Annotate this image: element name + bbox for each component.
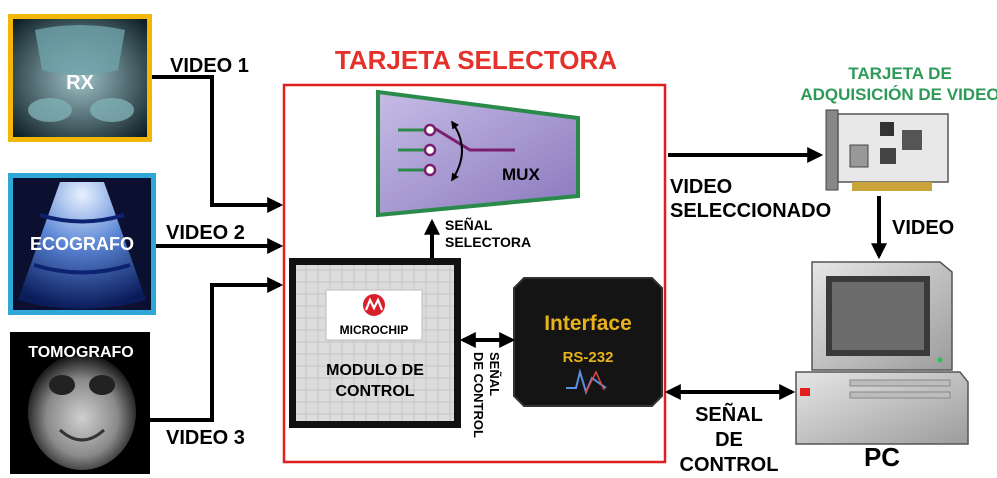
senal-control-pc-line3: CONTROL bbox=[680, 454, 779, 476]
tomografo-skull bbox=[28, 354, 136, 470]
acq-card-bracket bbox=[825, 109, 839, 191]
tomografo-source: TOMOGRAFO bbox=[10, 332, 150, 474]
rs232-signal-wave bbox=[566, 368, 607, 395]
rx-hip-left bbox=[28, 98, 72, 122]
board-title: TARJETA SELECTORA bbox=[335, 45, 617, 75]
interface-block: Interface RS-232 bbox=[513, 277, 663, 407]
rx-source: RX bbox=[8, 14, 152, 142]
selector-board bbox=[282, 83, 667, 464]
mux-switch-arc bbox=[451, 120, 463, 182]
video2-label: VIDEO 2 bbox=[166, 222, 245, 244]
acq-card-chip-1 bbox=[880, 122, 894, 136]
mux-label: MUX bbox=[502, 165, 540, 184]
tomografo-eye-left bbox=[49, 375, 75, 395]
interface-chip bbox=[513, 277, 663, 407]
senal-selectora-line2: SELECTORA bbox=[445, 234, 531, 250]
video-pc-label: VIDEO bbox=[892, 217, 954, 239]
mux-contact-3 bbox=[423, 163, 437, 177]
ecografo-wave-1 bbox=[39, 213, 125, 224]
acq-card-edge bbox=[852, 182, 932, 191]
control-module-line2: CONTROL bbox=[335, 383, 414, 400]
pc-label: PC bbox=[864, 442, 900, 472]
video3-label: VIDEO 3 bbox=[166, 427, 245, 449]
pc bbox=[795, 261, 969, 445]
mux-block: MUX bbox=[376, 89, 580, 218]
interface-label: Interface bbox=[544, 312, 632, 335]
senal-control-vertical-line2: DE CONTROL bbox=[471, 352, 486, 438]
acq-card-title-line1: TARJETA DE bbox=[848, 64, 952, 83]
microchip-logo-mark bbox=[364, 297, 384, 311]
mux-contact-2 bbox=[423, 143, 437, 157]
tomografo-label: TOMOGRAFO bbox=[28, 344, 133, 361]
pc-case-led bbox=[800, 388, 810, 396]
video-seleccionado-line1: VIDEO bbox=[670, 176, 732, 198]
ecografo-cone bbox=[18, 182, 146, 309]
rs232-signal-wave-red bbox=[585, 370, 605, 393]
control-module-line1: MODULO DE bbox=[326, 362, 424, 379]
senal-control-pc-line2: DE bbox=[715, 429, 743, 451]
video-inputs bbox=[150, 75, 284, 422]
control-module: MICROCHIP MODULO DE CONTROL bbox=[289, 258, 461, 428]
acq-card-connector bbox=[849, 144, 869, 168]
acq-card-chip-3 bbox=[880, 148, 896, 164]
video3-arrow bbox=[150, 277, 284, 422]
mux-contact-1 bbox=[423, 123, 437, 137]
acq-card bbox=[825, 109, 949, 191]
mux-shape bbox=[376, 89, 580, 218]
tomografo-brain-line bbox=[58, 428, 106, 442]
video-seleccionado-line2: SELECCIONADO bbox=[670, 200, 831, 222]
ecografo-source: ECOGRAFO bbox=[8, 173, 156, 315]
senal-selectora-line1: SEÑAL bbox=[445, 216, 493, 233]
senal-control-vertical-line1: SEÑAL bbox=[487, 352, 502, 396]
ecografo-wave-2 bbox=[33, 263, 131, 275]
rx-pelvis-shape bbox=[35, 25, 125, 75]
rx-label: RX bbox=[66, 72, 94, 94]
acq-card-title-line2: ADQUISICIÓN DE VIDEO bbox=[800, 85, 997, 104]
video1-label: VIDEO 1 bbox=[170, 55, 249, 77]
pc-case bbox=[795, 371, 969, 445]
rx-hip-right bbox=[90, 98, 134, 122]
mux-switch-arm bbox=[433, 126, 515, 152]
microchip-label: MICROCHIP bbox=[340, 323, 409, 337]
rs232-label: RS-232 bbox=[563, 349, 614, 366]
senal-control-pc-line1: SEÑAL bbox=[695, 403, 763, 426]
pc-drive-slot-2 bbox=[849, 391, 951, 399]
tomografo-eye-right bbox=[89, 375, 115, 395]
pc-power-led bbox=[937, 357, 943, 363]
ecografo-label: ECOGRAFO bbox=[30, 234, 134, 254]
pc-screen bbox=[832, 282, 924, 350]
pc-drive-slot-1 bbox=[849, 379, 951, 387]
microchip-logo-icon bbox=[363, 294, 385, 316]
video1-arrow bbox=[152, 75, 284, 213]
acq-card-chip-2 bbox=[902, 130, 922, 150]
